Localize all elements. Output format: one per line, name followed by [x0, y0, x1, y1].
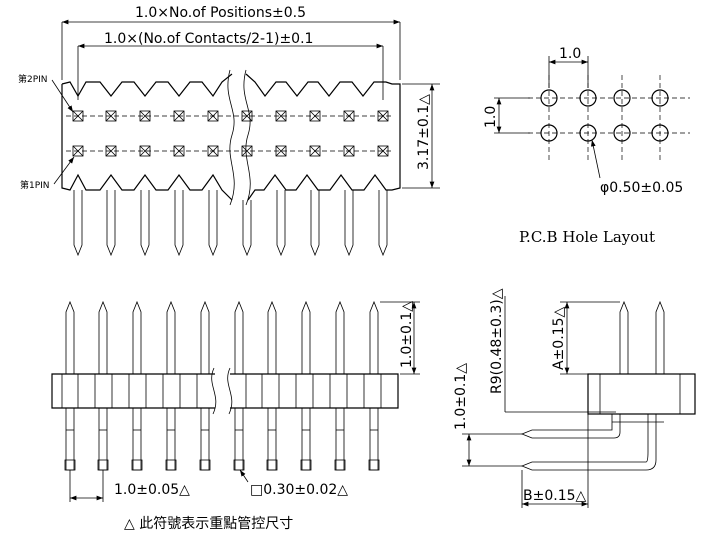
pitch-bottom-label: 1.0±0.05△ [114, 482, 190, 498]
dim-b-label: B±0.15△ [523, 488, 587, 504]
total-length-label: 1.0×No.of Positions±0.5 [135, 5, 306, 21]
top-view: 1.0×No.of Positions±0.5 1.0×(No.of Conta… [18, 5, 440, 257]
side-height-label: 1.0±0.1△ [453, 363, 469, 430]
side-body [587, 373, 696, 415]
front-view: 1.0±0.1△ 1.0±0.05△ □0.30±0.02△ [51, 300, 420, 502]
height-317-label: 3.17±0.1△ [416, 94, 432, 170]
dim-a-label: A±0.15△ [551, 307, 567, 370]
note-text: △ 此符號表示重點管控尺寸 [124, 516, 293, 532]
pcb-pitch-x-label: 1.0 [559, 46, 581, 62]
pin1-label: 第1PIN [20, 179, 50, 191]
pin-square-label: □0.30±0.02△ [250, 482, 348, 498]
radius-label: R9(0.48±0.3)△ [489, 288, 505, 394]
top-pin-grid [66, 110, 394, 157]
pcb-hole-layout: 1.0 1.0 φ0.50±0.05 P.C.B Hole Layout [483, 46, 690, 246]
hole-dia-label: φ0.50±0.05 [600, 180, 683, 196]
front-pins-bottom [64, 408, 380, 471]
pin-height-label: 1.0±0.1△ [399, 301, 415, 368]
top-pin-legs [73, 190, 388, 257]
front-body-outline [51, 373, 399, 409]
side-view: A±0.15△ R9(0.48±0.3)△ 1.0±0.1△ B±0.15△ [453, 288, 696, 508]
top-body-outline [61, 73, 401, 201]
pcb-title: P.C.B Hole Layout [519, 228, 655, 246]
front-pins-top [65, 300, 379, 374]
pin2-label: 第2PIN [18, 73, 48, 85]
pcb-pitch-y-label: 1.0 [483, 106, 499, 128]
contact-span-label: 1.0×(No.of Contacts/2-1)±0.1 [104, 31, 313, 47]
